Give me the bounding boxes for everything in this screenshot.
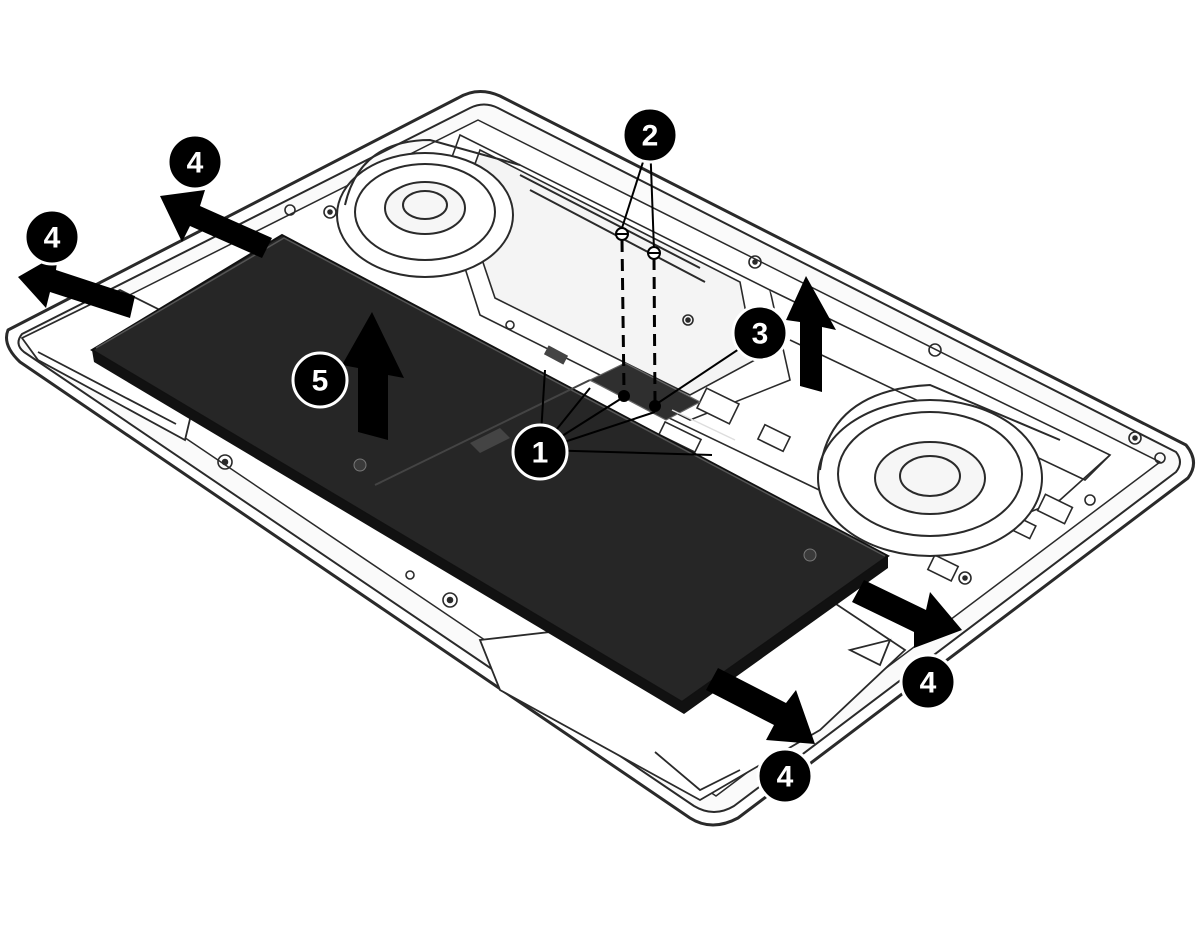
removal-arrow-icon <box>852 580 962 648</box>
fan-icon <box>874 441 986 515</box>
svg-text:4: 4 <box>920 667 937 700</box>
svg-text:4: 4 <box>44 222 61 255</box>
fan-right <box>817 383 1061 557</box>
removal-arrow-icon <box>786 276 836 392</box>
svg-text:1: 1 <box>532 437 549 470</box>
fan-left <box>336 138 521 278</box>
removal-arrow-icon <box>342 312 404 440</box>
battery <box>90 233 890 714</box>
svg-text:3: 3 <box>752 318 769 351</box>
callout-3: 3 <box>731 304 789 362</box>
svg-text:4: 4 <box>187 147 204 180</box>
callout-4-lower-right: 4 <box>756 747 814 805</box>
removal-arrow-icon <box>18 254 135 318</box>
callout-4-upper-left: 4 <box>166 133 224 191</box>
svg-text:4: 4 <box>777 761 794 794</box>
screw-paths <box>620 239 657 403</box>
svg-text:5: 5 <box>312 365 329 398</box>
battery-connector <box>588 362 702 421</box>
battery-top-edge <box>95 237 886 557</box>
battery-cell-divider <box>374 379 591 486</box>
fan-icon <box>384 181 466 235</box>
callout-2: 2 <box>621 106 679 164</box>
svg-text:2: 2 <box>642 120 659 153</box>
callout-4-left: 4 <box>23 208 81 266</box>
screw-icon <box>615 227 661 412</box>
removal-arrow-icon <box>160 190 272 258</box>
motherboard <box>217 133 1166 776</box>
callout-1: 1 <box>511 423 569 481</box>
removal-arrow-icon <box>706 668 815 744</box>
removal-arrows <box>18 190 962 744</box>
callout-4-right: 4 <box>899 653 957 711</box>
callout-5: 5 <box>291 351 349 409</box>
